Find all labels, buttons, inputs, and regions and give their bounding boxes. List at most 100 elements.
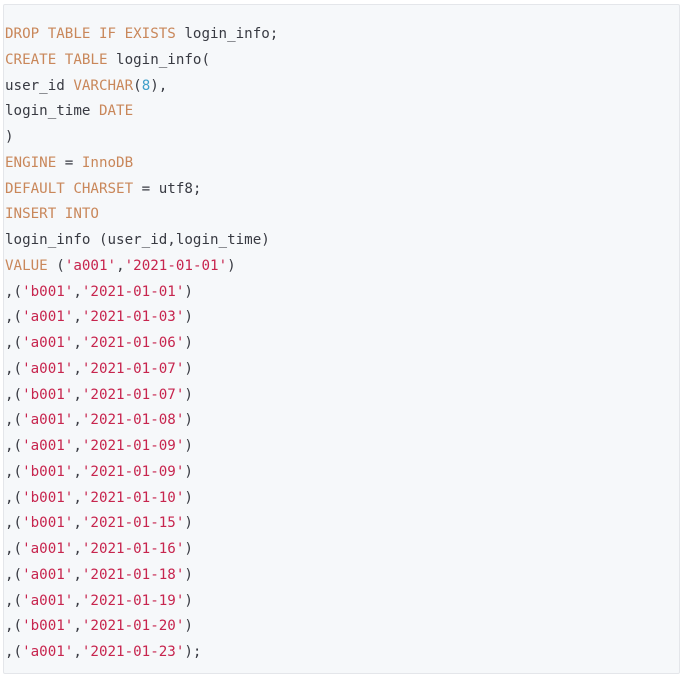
code-text: , [73, 566, 82, 583]
code-text: ( [47, 257, 65, 274]
code-text: ) [184, 566, 193, 583]
code-string: 'a001' [22, 309, 74, 326]
code-text: ) [184, 489, 193, 506]
code-line: ,('b001','2021-01-01') [5, 280, 679, 306]
code-string: '2021-01-10' [81, 489, 185, 506]
code-text: ,( [5, 412, 23, 429]
code-text: ,( [5, 644, 23, 660]
code-string: '2021-01-15' [81, 515, 185, 532]
code-text: ,( [5, 283, 23, 300]
sql-code-block: DROP TABLE IF EXISTS login_info;CREATE T… [3, 4, 680, 674]
code-text: , [73, 592, 82, 609]
code-text: ) [184, 360, 193, 377]
code-text: ) [184, 412, 193, 429]
code-text: , [73, 463, 82, 480]
code-line: ,('b001','2021-01-10') [5, 486, 679, 512]
code-keyword: DATE [98, 103, 134, 120]
code-number: 8 [141, 77, 151, 94]
code-line: ,('b001','2021-01-15') [5, 511, 679, 537]
code-string: '2021-01-09' [81, 463, 185, 480]
code-line: ,('a001','2021-01-18') [5, 563, 679, 589]
code-text: , [73, 618, 82, 635]
code-text: ,( [5, 541, 23, 557]
code-line: CREATE TABLE login_info( [5, 48, 679, 74]
code-text: login_info; [175, 26, 279, 42]
code-text: ) [184, 463, 193, 480]
code-lines: DROP TABLE IF EXISTS login_info;CREATE T… [5, 22, 679, 666]
code-string: '2021-01-20' [81, 618, 185, 635]
code-string: 'b001' [22, 618, 74, 635]
code-line: ,('b001','2021-01-07') [5, 383, 679, 409]
code-line: ENGINE = InnoDB [5, 151, 679, 177]
code-text: ) [184, 386, 193, 403]
code-text: ) [184, 592, 193, 609]
code-line: ,('a001','2021-01-16') [5, 537, 679, 563]
code-text: , [73, 360, 82, 377]
code-text: ) [184, 309, 193, 326]
code-line: ,('a001','2021-01-09') [5, 434, 679, 460]
code-text: ,( [5, 489, 23, 506]
code-keyword: VALUE [5, 257, 48, 274]
code-line: INSERT INTO [5, 202, 679, 228]
code-text: login_info( [107, 51, 210, 68]
code-string: 'a001' [22, 566, 74, 583]
code-text: , [73, 644, 82, 660]
code-text: , [73, 541, 82, 557]
code-string: '2021-01-01' [81, 283, 185, 300]
code-text: ,( [5, 463, 23, 480]
code-text: ) [5, 129, 14, 145]
code-string: 'b001' [22, 463, 74, 480]
code-line: user_id VARCHAR(8), [5, 74, 679, 100]
code-keyword: INSERT INTO [5, 206, 99, 223]
code-line: ,('a001','2021-01-06') [5, 331, 679, 357]
code-text: ,( [5, 386, 23, 403]
code-text: ,( [5, 566, 23, 583]
code-text: user_id [5, 77, 74, 94]
code-text: ,( [5, 515, 23, 532]
code-text: ,( [5, 360, 23, 377]
code-string: '2021-01-07' [81, 386, 185, 403]
code-string: 'a001' [22, 412, 74, 429]
code-text: , [73, 412, 82, 429]
code-text: , [73, 489, 82, 506]
code-text: , [73, 283, 82, 300]
code-text: ) [184, 618, 193, 635]
code-keyword: InnoDB [81, 154, 134, 171]
code-keyword: CREATE TABLE [5, 51, 108, 68]
code-string: 'a001' [22, 335, 74, 351]
code-text: ,( [5, 592, 23, 609]
code-line: ,('a001','2021-01-19') [5, 589, 679, 615]
code-text: ,( [5, 335, 23, 351]
code-string: 'a001' [22, 644, 74, 660]
code-line: ,('a001','2021-01-07') [5, 357, 679, 383]
code-line: login_time DATE [5, 99, 679, 125]
code-text: ) [184, 283, 193, 300]
code-string: 'a001' [22, 438, 74, 454]
code-line: VALUE ('a001','2021-01-01') [5, 254, 679, 280]
code-string: '2021-01-07' [81, 360, 185, 377]
code-text: ,( [5, 618, 23, 635]
code-line: DEFAULT CHARSET = utf8; [5, 177, 679, 203]
code-text: , [73, 438, 82, 454]
code-string: 'a001' [22, 360, 74, 377]
code-string: '2021-01-08' [81, 412, 185, 429]
code-text: ) [184, 438, 193, 454]
code-text: , [116, 257, 125, 274]
code-string: 'a001' [22, 592, 74, 609]
code-string: '2021-01-01' [124, 257, 228, 274]
code-string: 'b001' [22, 515, 74, 532]
code-line: DROP TABLE IF EXISTS login_info; [5, 22, 679, 48]
code-keyword: VARCHAR [73, 77, 134, 94]
code-text: login_time [5, 103, 99, 120]
code-line: ,('a001','2021-01-23'); [5, 640, 679, 666]
code-string: '2021-01-16' [81, 541, 185, 557]
code-keyword: ENGINE [5, 154, 57, 171]
code-string: '2021-01-09' [81, 438, 185, 454]
code-line: login_info (user_id,login_time) [5, 228, 679, 254]
code-text: ( [133, 77, 142, 94]
code-text: ) [184, 515, 193, 532]
code-text: = [56, 154, 82, 171]
code-text: ), [150, 77, 168, 94]
code-line: ,('a001','2021-01-08') [5, 408, 679, 434]
code-line: ) [5, 125, 679, 151]
